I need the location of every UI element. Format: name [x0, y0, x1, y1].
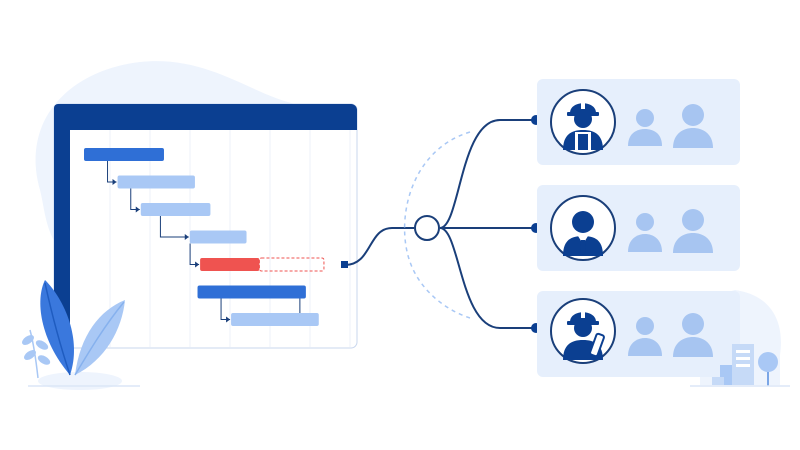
arrow-head: [195, 261, 200, 268]
businessman-icon: [563, 211, 603, 256]
sprig-icon: [22, 329, 51, 379]
engineer-with-blueprint-icon: [563, 310, 605, 360]
arrow-head: [184, 234, 189, 240]
connector-lines: [344, 119, 536, 329]
team-card-2: [537, 185, 740, 271]
leaf-icon: [40, 280, 74, 375]
leaf-icon: [75, 300, 125, 375]
gantt-task-bar-6: [197, 285, 306, 299]
gantt-task-bar-1: [84, 148, 164, 161]
arrow-head: [112, 179, 117, 185]
team-member-icon: [628, 109, 662, 146]
gantt-task-bar-7: [231, 313, 319, 326]
team-member-icon: [673, 313, 713, 357]
team-member-icon: [628, 317, 662, 356]
task-slack-outline: [258, 257, 325, 272]
dependency-arrow: [159, 216, 189, 238]
gantt-sidebar: [54, 104, 70, 348]
arrow-head: [226, 316, 231, 323]
gantt-chart-window: [53, 103, 358, 349]
gantt-task-bar-4: [189, 230, 247, 244]
team-member-icon: [628, 213, 662, 252]
plant-decoration: [22, 280, 140, 390]
tree-icon: [758, 352, 778, 386]
gantt-task-bar-3: [140, 203, 211, 216]
gantt-task-bar-5: [200, 258, 260, 271]
gantt-task-bar-2: [117, 175, 195, 189]
construction-worker-icon: [563, 101, 603, 150]
connector-endpoint: [341, 261, 348, 268]
hub-node: [414, 215, 440, 241]
team-card-1: [537, 79, 740, 165]
gantt-bars: [84, 148, 325, 326]
arrow-head: [135, 206, 140, 213]
team-member-icon: [673, 209, 713, 253]
team-cards: [537, 79, 740, 377]
team-member-icon: [673, 104, 713, 148]
city-decoration: [690, 344, 790, 387]
team-card-3: [537, 291, 740, 377]
